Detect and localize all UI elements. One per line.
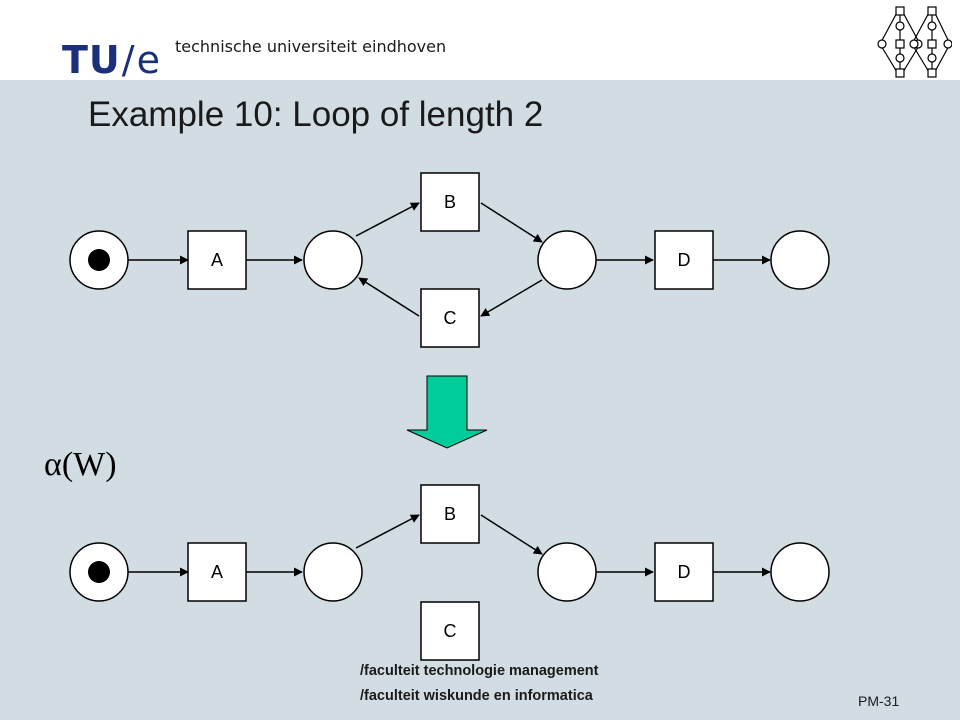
arc-b-p3 [480,202,543,243]
alpha-w-label: α(W) [44,446,117,483]
place-2 [303,230,363,290]
logo-e: e [136,38,161,82]
transition-c-label: C [444,308,457,328]
tue-logo: TU/e [62,40,161,80]
logo-slash: / [121,38,136,82]
transition-a-label: A [211,562,223,582]
footer-faculty-2: /faculteit wiskunde en informatica [360,688,593,704]
transition-d-box [654,542,714,602]
page-number: PM-31 [858,693,900,709]
petri-net-logo-icon [877,6,952,78]
place-end [770,230,830,290]
transition-b-label: B [444,192,456,212]
place-3 [537,542,597,602]
arc-c-p2 [358,277,420,317]
net-after: A B C D [69,484,830,661]
transition-d-label: D [678,250,691,270]
place-3 [537,230,597,290]
slide-title: Example 10: Loop of length 2 [88,95,544,134]
arc-p3-c [480,279,543,317]
logo-tu: TU [62,38,121,82]
arc-p2-b [355,514,420,549]
token [88,249,110,271]
footer-faculty-1: /faculteit technologie management [360,663,599,679]
arc-b-p3 [480,514,543,555]
transition-a-box [187,542,247,602]
transition-c-label: C [444,621,457,641]
university-name: technische universiteit eindhoven [175,37,447,56]
transition-a-box [187,230,247,290]
transition-b-label: B [444,504,456,524]
place-end [770,542,830,602]
transition-a-label: A [211,250,223,270]
token [88,561,110,583]
down-arrow-icon [406,375,488,449]
place-2 [303,542,363,602]
transition-c-box [420,601,480,661]
net-before: A B C D [69,172,830,348]
header-band [0,0,960,80]
transition-d-label: D [678,562,691,582]
transition-b-box [420,484,480,544]
transition-b-box [420,172,480,232]
transition-d-box [654,230,714,290]
arc-p2-b [355,202,420,237]
transition-c-box [420,288,480,348]
